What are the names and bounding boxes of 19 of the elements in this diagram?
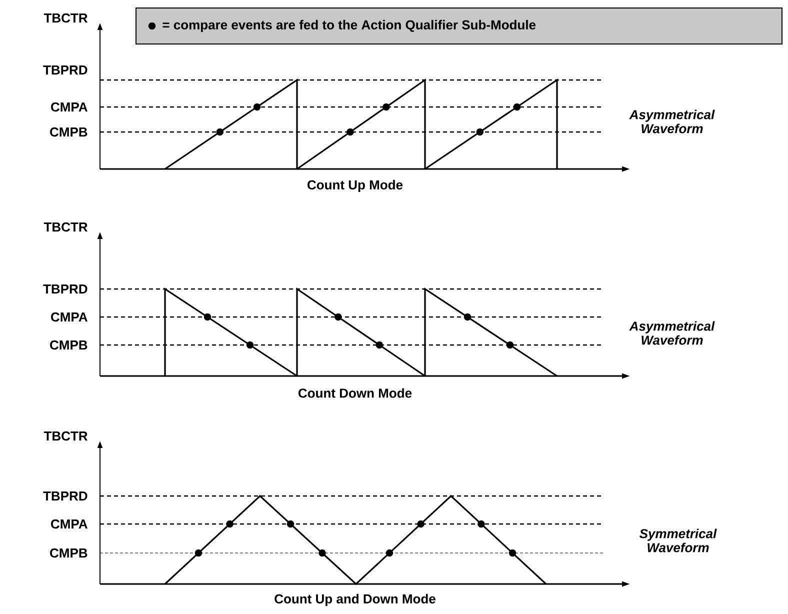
level-label: CMPA [51,102,88,112]
waveform-type-label: Asymmetrical Waveform [629,110,715,134]
axis-label: TBCTR [44,222,88,232]
waveform-type-label: Symmetrical Waveform [640,528,717,552]
level-label: TBPRD [43,284,88,294]
waveform-type-label: Asymmetrical Waveform [629,321,715,345]
mode-caption: Count Up Mode [308,180,403,192]
legend-text: = compare events are fed to the Action Qualifier Sub-Module [162,20,536,32]
mode-caption: Count Up and Down Mode [274,594,436,606]
level-label: CMPA [51,519,88,529]
axis-label: TBCTR [44,431,88,441]
level-label: CMPB [50,127,88,137]
level-label: CMPA [51,312,88,322]
level-label: CMPB [50,340,88,350]
axis-label: TBCTR [44,13,88,23]
level-label: CMPB [50,548,88,558]
mode-caption: Count Down Mode [298,388,412,398]
level-label: TBPRD [43,66,88,74]
level-label: TBPRD [43,492,88,500]
